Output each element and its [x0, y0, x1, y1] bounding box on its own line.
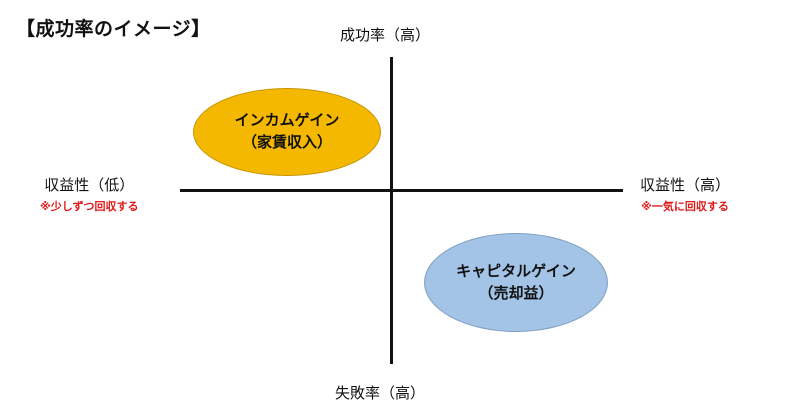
- axis-label-right-text: 収益性（高）: [640, 176, 731, 194]
- axis-label-top: 成功率（高）: [340, 26, 431, 44]
- capital-gain-ellipse: キャピタルゲイン （売却益）: [424, 233, 608, 332]
- axis-label-bottom: 失敗率（高）: [335, 384, 426, 402]
- capital-gain-sub: （売却益）: [478, 283, 554, 302]
- axis-label-right: 収益性（高） ※一気に回収する: [640, 174, 730, 214]
- income-gain-title: インカムゲイン: [234, 111, 340, 130]
- axis-note-right: ※一気に回収する: [641, 200, 729, 213]
- axis-label-left-text: 収益性（低）: [44, 176, 135, 194]
- capital-gain-title: キャピタルゲイン: [456, 261, 576, 280]
- axis-label-left: 収益性（低） ※少しずつ回収する: [40, 174, 138, 214]
- diagram-heading: 【成功率のイメージ】: [16, 18, 211, 40]
- income-gain-sub: （家賃収入）: [241, 133, 332, 151]
- income-gain-ellipse: インカムゲイン （家賃収入）: [193, 88, 381, 176]
- axis-note-left: ※少しずつ回収する: [40, 200, 139, 213]
- horizontal-axis-line: [180, 189, 623, 192]
- vertical-axis-line: [390, 57, 393, 364]
